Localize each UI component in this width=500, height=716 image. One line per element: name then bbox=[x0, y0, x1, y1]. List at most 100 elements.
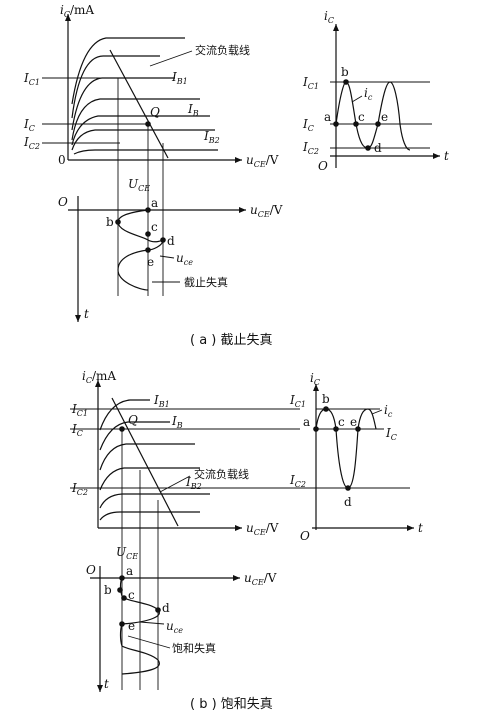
ib-curve-3-b bbox=[99, 467, 200, 491]
r-pt-b-label-a: b bbox=[341, 65, 349, 79]
right-ic2-label-b: IC2 bbox=[289, 473, 306, 489]
ib-curve-1-b bbox=[99, 511, 200, 521]
ic-wave-label-b: ic bbox=[384, 403, 393, 419]
pt-d-a bbox=[160, 237, 166, 243]
caption-a: ( a ) 截止失真 bbox=[190, 333, 273, 348]
q-label-b: Q bbox=[128, 413, 138, 427]
r-pt-e-label-b: e bbox=[350, 415, 357, 429]
ic-wave-label-a: ic bbox=[364, 86, 373, 102]
figure-a: iC/mA uCE/V 0 交流负载线 Q IC1 IC IC2 IB1 IB … bbox=[23, 3, 449, 348]
ib1-label-b: IB1 bbox=[153, 393, 170, 409]
pt-b-label-a: b bbox=[106, 215, 114, 229]
ic-wave-leader-b bbox=[371, 409, 383, 415]
load-line-label-a: 交流负载线 bbox=[195, 43, 250, 57]
pt-d-b bbox=[155, 607, 161, 613]
origin-o-a: O bbox=[58, 195, 68, 209]
r-pt-d-a bbox=[365, 145, 371, 151]
ib2-label-a: IB2 bbox=[203, 129, 220, 145]
load-line-b bbox=[111, 397, 179, 527]
r-pt-e-b bbox=[355, 426, 361, 432]
right-ic1-label-a: IC1 bbox=[302, 75, 319, 91]
ic-waveform-b bbox=[315, 408, 377, 489]
t-label-b: t bbox=[104, 677, 109, 691]
ib-curve-5-a bbox=[71, 55, 160, 119]
right-ic2-label-a: IC2 bbox=[302, 140, 319, 156]
r-pt-e-a bbox=[375, 121, 381, 127]
pt-a-b bbox=[119, 575, 125, 581]
ic1-label-b: IC1 bbox=[71, 402, 88, 418]
r-pt-d-label-a: d bbox=[374, 141, 382, 155]
pt-a-a bbox=[145, 207, 151, 213]
uce-axis-label-b: uCE/V bbox=[246, 521, 279, 537]
pt-d-label-a: d bbox=[167, 234, 175, 248]
right-ic-label2-a: IC bbox=[302, 117, 314, 133]
origin-o-b: O bbox=[86, 563, 96, 577]
ic1-label-a: IC1 bbox=[23, 71, 40, 87]
right-t-label-b: t bbox=[418, 521, 423, 535]
pt-c-label-b: c bbox=[128, 588, 135, 602]
distortion-leader-b bbox=[127, 635, 171, 649]
ic-axis-label-b: iC/mA bbox=[82, 369, 116, 385]
caption-b: ( b ) 饱和失真 bbox=[190, 697, 273, 712]
ib2-label-b: IB2 bbox=[185, 475, 202, 491]
uce-top-label-b: UCE bbox=[116, 545, 138, 561]
ic2-label-a: IC2 bbox=[23, 135, 40, 151]
r-pt-e-label-a: e bbox=[381, 110, 388, 124]
pt-c-b bbox=[121, 595, 127, 601]
pt-b-label-b: b bbox=[104, 583, 112, 597]
figure-b: iC/mA uCE/V Q 交流负载线 IC1 IC IC2 IB1 IB IB… bbox=[70, 369, 423, 712]
pt-a-label-b: a bbox=[126, 564, 133, 578]
uce-axis-label-a: uCE/V bbox=[246, 153, 279, 169]
uce-top-label-a: UCE bbox=[128, 177, 150, 193]
ic-axis-label-a: iC/mA bbox=[60, 3, 94, 19]
pt-a-label-a: a bbox=[151, 196, 158, 210]
right-o-b: O bbox=[300, 529, 310, 543]
ic-label-a: IC bbox=[23, 117, 35, 133]
r-pt-a-label-a: a bbox=[324, 110, 331, 124]
right-ic-label-a: iC bbox=[324, 9, 334, 25]
r-pt-c-a bbox=[353, 121, 359, 127]
ib-curve-0-a bbox=[73, 149, 218, 155]
uce-wave-leader-b bbox=[139, 621, 165, 625]
pt-e-label-b: e bbox=[128, 619, 135, 633]
r-pt-a-a bbox=[333, 121, 339, 127]
pt-e-label-a: e bbox=[147, 255, 154, 269]
ib-curve-1-a bbox=[71, 129, 215, 151]
pt-b-b bbox=[117, 587, 123, 593]
ic2-label-b: IC2 bbox=[71, 481, 88, 497]
r-pt-c-b bbox=[333, 426, 339, 432]
right-ic-label2-b: IC bbox=[385, 426, 397, 442]
pt-b-a bbox=[115, 219, 121, 225]
ib-label-b: IB bbox=[171, 414, 183, 430]
r-pt-d-b bbox=[345, 485, 351, 491]
ib-curve-4-b bbox=[99, 443, 195, 471]
pt-e-a bbox=[145, 247, 151, 253]
ib-curve-6-a bbox=[71, 37, 185, 105]
right-ic-label-b: iC bbox=[310, 371, 320, 387]
load-line-label-b: 交流负载线 bbox=[194, 467, 249, 481]
uce-wave-axis-label-b: uCE/V bbox=[244, 571, 277, 587]
ic-wave-leader-a bbox=[351, 95, 363, 103]
uce-wave-label-a: uce bbox=[176, 251, 193, 267]
load-line-a bbox=[109, 49, 169, 159]
ib1-label-a: IB1 bbox=[171, 70, 188, 86]
uce-wave-axis-label-a: uCE/V bbox=[250, 203, 283, 219]
distortion-label-a: 截止失真 bbox=[184, 275, 228, 289]
load-line-leader-a bbox=[149, 50, 193, 67]
pt-c-label-a: c bbox=[151, 220, 158, 234]
right-o-a: O bbox=[318, 159, 328, 173]
q-label-a: Q bbox=[150, 105, 160, 119]
t-label-a: t bbox=[84, 307, 89, 321]
r-pt-a-label-b: a bbox=[303, 415, 310, 429]
ib-curve-6-b bbox=[99, 399, 150, 431]
distortion-label-b: 饱和失真 bbox=[172, 641, 216, 655]
origin-label-a: 0 bbox=[58, 153, 66, 167]
uce-wave-leader-a bbox=[159, 255, 175, 259]
r-pt-b-a bbox=[343, 79, 349, 85]
r-pt-a-b bbox=[313, 426, 319, 432]
r-pt-d-label-b: d bbox=[344, 495, 352, 509]
pt-c-a bbox=[145, 231, 151, 237]
r-pt-c-label-b: c bbox=[338, 415, 345, 429]
right-t-label-a: t bbox=[444, 149, 449, 163]
